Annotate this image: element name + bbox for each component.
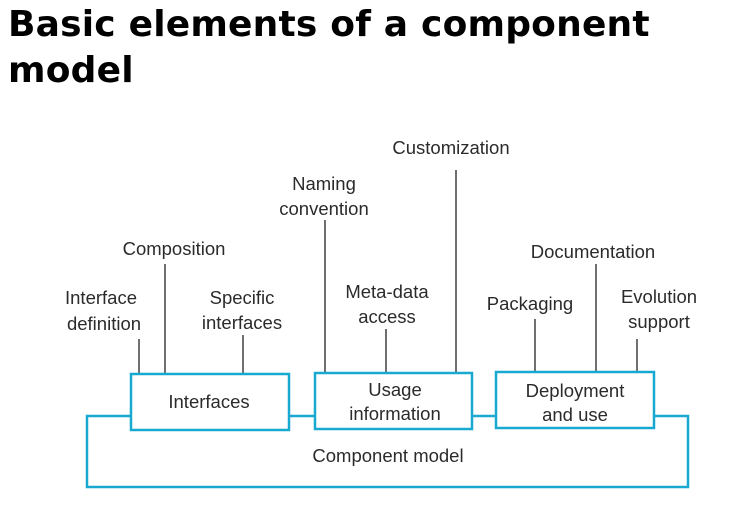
deployment-label-1: Deployment [526,380,625,401]
component-model-frame [85,414,690,489]
meta-data-access-label-2: access [358,306,416,327]
usage-information-label-2: information [349,403,441,424]
slide-title: Basic elements of a component model [8,2,748,94]
meta-data-access-label-1: Meta-data [345,281,429,302]
naming-convention-label-2: convention [279,198,368,219]
deployment-label-2: and use [542,404,608,425]
component-model-label: Component model [312,445,463,466]
deployment-and-use-box [494,370,656,430]
interface-definition-label-1: Interface [65,287,137,308]
interfaces-box [129,372,291,432]
title-line-1: Basic elements of a component [8,4,650,45]
specific-interfaces-label-1: Specific [210,287,275,308]
evolution-support-label-1: Evolution [621,286,697,307]
title-line-2: model [8,50,134,91]
specific-interfaces-label-2: interfaces [202,312,282,333]
interface-definition-label-2: definition [67,313,141,334]
composition-label: Composition [123,238,226,259]
naming-convention-label-1: Naming [292,173,356,194]
evolution-support-label-2: support [628,311,690,332]
interfaces-box-label: Interfaces [168,391,249,412]
usage-information-label-1: Usage [368,379,421,400]
usage-information-box [313,371,474,431]
packaging-label: Packaging [487,293,573,314]
customization-label: Customization [392,137,509,158]
connector-lines [138,170,638,374]
documentation-label: Documentation [531,241,655,262]
